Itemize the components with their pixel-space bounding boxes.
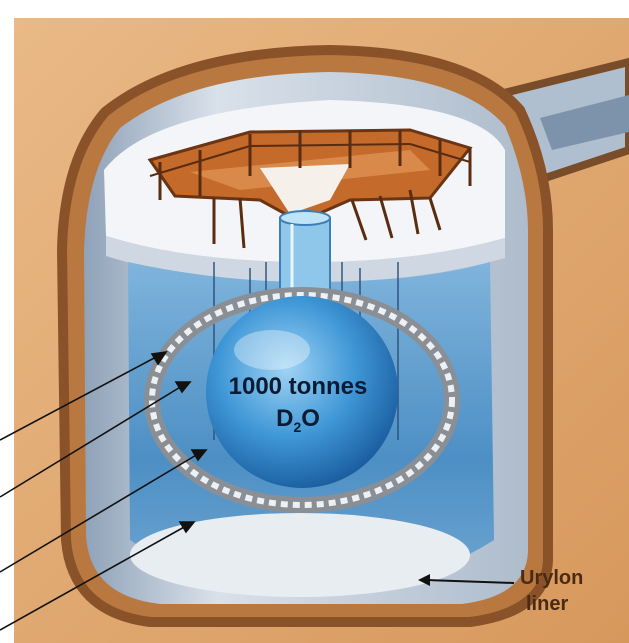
substance-label: D2O bbox=[276, 405, 320, 435]
deck-ceiling-shade bbox=[106, 236, 505, 282]
liner-pointer bbox=[418, 574, 515, 586]
left-margin bbox=[0, 0, 14, 643]
cavity-floor bbox=[130, 513, 470, 597]
liner-label-line1: Urylon bbox=[520, 567, 583, 589]
sphere-highlight bbox=[234, 330, 310, 370]
volume-label: 1000 tonnes bbox=[229, 373, 368, 400]
pointer-lines bbox=[0, 350, 208, 631]
pmt-support-lattice bbox=[149, 292, 455, 508]
deck-platform bbox=[147, 128, 473, 249]
acrylic-sphere bbox=[206, 296, 398, 488]
liner-label-line2: liner bbox=[526, 593, 568, 615]
tunnel-interior bbox=[540, 95, 629, 150]
